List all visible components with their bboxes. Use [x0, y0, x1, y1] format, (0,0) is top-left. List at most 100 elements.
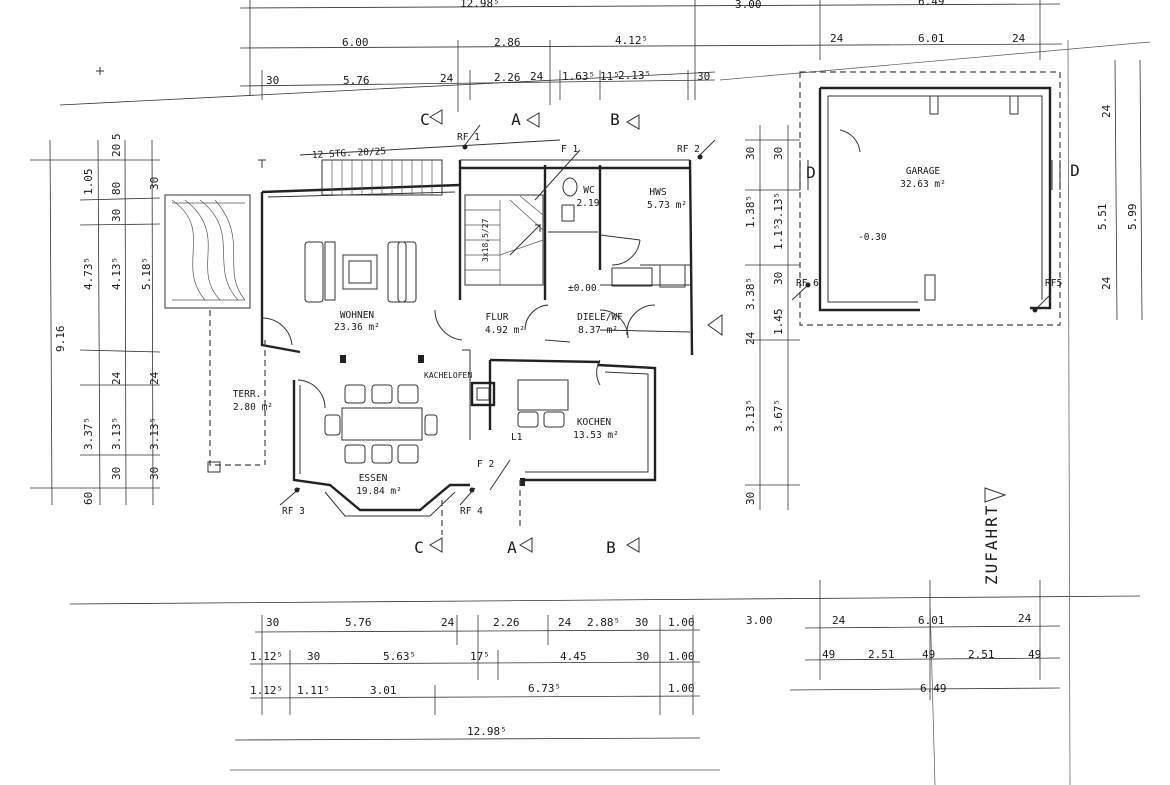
section-c-bottom-label: C	[414, 538, 424, 557]
dim-left-c3-g: 30	[148, 467, 161, 480]
dim-top-r2-a: 30	[266, 74, 279, 87]
room-wohnen-area: 23.36 m²	[334, 322, 380, 333]
dim-mid-c1-f: 30	[744, 492, 757, 505]
dim-left-c3-e: 24	[148, 371, 161, 385]
dim-bot-r2-e: 4.45	[560, 650, 587, 663]
dim-left-c1-b: 4.73⁵	[82, 257, 95, 290]
section-d-left-label: D	[806, 163, 816, 182]
garage	[799, 71, 1061, 326]
dim-top-r2-d: 2.26	[494, 71, 521, 84]
dim-right-c: 5.99	[1126, 204, 1139, 231]
dim-bot-r1-j: 24	[832, 614, 846, 627]
dim-left-outer: 9.16	[54, 326, 67, 353]
dim-bot-r3-d: 6.73⁵	[528, 682, 561, 695]
dim-left-c3-c: 30	[148, 177, 161, 190]
dims-top: 12.98⁵ 3.00 6.49 6.00 2.86 4.12⁵ 24 6.01…	[266, 0, 1026, 87]
rf5-label: RF5	[1045, 278, 1062, 289]
dim-mid-c2-b: 1.1⁵	[772, 224, 785, 251]
sofa-left	[304, 241, 324, 303]
dim-bot-r1-c: 24	[441, 616, 455, 629]
room-hws-area: 5.73 m²	[647, 200, 687, 211]
dim-top-r2-b: 5.76	[343, 74, 370, 87]
dim-left-c3-a: 20	[110, 144, 123, 157]
level-main-label: ±0.00	[568, 283, 597, 294]
dim-top-r1-d: 24	[830, 32, 844, 45]
dim-bot-r2-l: 49	[1028, 648, 1041, 661]
dim-bot-r3-a: 1.12⁵	[250, 684, 283, 697]
dim-bot-r3-e: 1.00	[668, 682, 695, 695]
furniture	[304, 177, 686, 486]
section-c-bottom-icon	[429, 537, 443, 553]
plan-labels: 12 STG. 20/25 3x18,5/27 KACHELOFEN ±0.00…	[282, 110, 1080, 585]
dim-bot-r1-i: 3.00	[746, 614, 773, 627]
dim-left-c2-c: 4.13⁵	[110, 257, 123, 290]
room-kochen-name: KOCHEN	[577, 417, 612, 428]
zufahrt-label: ZUFAHRT	[982, 504, 1001, 585]
dining-table	[341, 407, 423, 441]
dim-top-r1-c: 4.12⁵	[615, 34, 648, 47]
dim-bot-r2-i: 2.51	[868, 648, 895, 661]
room-essen-area: 19.84 m²	[356, 486, 402, 497]
terrace	[164, 194, 266, 473]
level-garage-label: -0.30	[858, 232, 887, 243]
dim-bot-r2-a: 1.12⁵	[250, 650, 283, 663]
l1-label: L1	[511, 432, 523, 443]
dim-left-c2-b: 30	[110, 209, 123, 222]
dim-mid-c1-e: 3.13⁵	[744, 399, 757, 432]
dim-top-r2-i: 30	[697, 70, 710, 83]
dim-bot-r2-k: 2.51	[968, 648, 995, 661]
rf2-label: RF 2	[677, 144, 700, 155]
dim-left-c3-b: 5	[110, 133, 123, 140]
doors	[261, 239, 656, 409]
room-flur-name: FLUR	[486, 312, 509, 323]
dims-left: 9.16 1.05 4.73⁵ 3.37⁵ 60 80 30 4.13⁵ 24 …	[54, 133, 161, 505]
dim-bot-r2-g: 1.00	[668, 650, 695, 663]
toilet	[562, 177, 578, 197]
dim-bot-r2-f: 30	[636, 650, 649, 663]
rf3-label: RF 3	[282, 506, 305, 517]
dim-top-r1-f: 24	[1012, 32, 1026, 45]
room-diele-area: 8.37 m²	[578, 325, 618, 336]
dim-left-c1-d: 60	[82, 492, 95, 505]
dim-bot-r1-e: 24	[558, 616, 572, 629]
section-a-bottom-label: A	[507, 538, 517, 557]
dims-right: 24 5.51 5.99 24	[1096, 104, 1139, 290]
coffee-table	[342, 254, 378, 290]
dim-top-r1-a: 6.00	[342, 36, 369, 49]
dim-top-r1-b: 2.86	[494, 36, 521, 49]
room-terr-name: TERR.	[233, 389, 262, 400]
dim-bot-r1-b: 5.76	[345, 616, 372, 629]
dim-mid-c2-c: 3.13⁵	[772, 192, 785, 225]
dim-mid-c2-a: 30	[772, 147, 785, 160]
house-walls	[260, 159, 694, 517]
dim-top-garage: 6.49	[918, 0, 945, 8]
dim-mid-c2-d: 30	[772, 272, 785, 285]
dim-mid-c1-c: 3.38⁵	[744, 277, 757, 310]
section-d-right-label: D	[1070, 161, 1080, 180]
dim-left-c2-d: 24	[110, 371, 123, 385]
dim-bot-r1-a: 30	[266, 616, 279, 629]
kachelofen-box	[470, 381, 496, 407]
dim-top-total: 12.98⁵	[460, 0, 500, 10]
dim-left-c1-c: 3.37⁵	[82, 417, 95, 450]
dim-bot-r3-b: 1.11⁵	[297, 684, 330, 697]
dim-left-c2-e: 3.13⁵	[110, 417, 123, 450]
room-garage-area: 32.63 m²	[900, 179, 946, 190]
dim-left-c1-a: 1.05	[82, 169, 95, 196]
section-b-top-icon	[626, 114, 640, 130]
section-b-bottom-label: B	[606, 538, 616, 557]
dims-bottom: 30 5.76 24 2.26 24 2.88⁵ 30 1.00 3.00 24…	[250, 612, 1041, 738]
dim-bot-r2-c: 5.63⁵	[383, 650, 416, 663]
room-terr-area: 2.80 m²	[233, 402, 273, 413]
section-a-bottom-icon	[519, 537, 533, 553]
dim-bot-r2-j: 49	[922, 648, 935, 661]
zufahrt-arrow-icon	[984, 487, 1007, 503]
dim-top-r2-e: 24	[530, 70, 544, 83]
dim-mid-c1-a: 30	[744, 147, 757, 160]
room-hws-name: HWS	[649, 187, 666, 198]
dimension-lines	[30, 0, 1151, 785]
kachelofen-label: KACHELOFEN	[424, 371, 472, 380]
dim-right-d: 24	[1100, 276, 1113, 290]
room-garage-name: GARAGE	[906, 166, 941, 177]
